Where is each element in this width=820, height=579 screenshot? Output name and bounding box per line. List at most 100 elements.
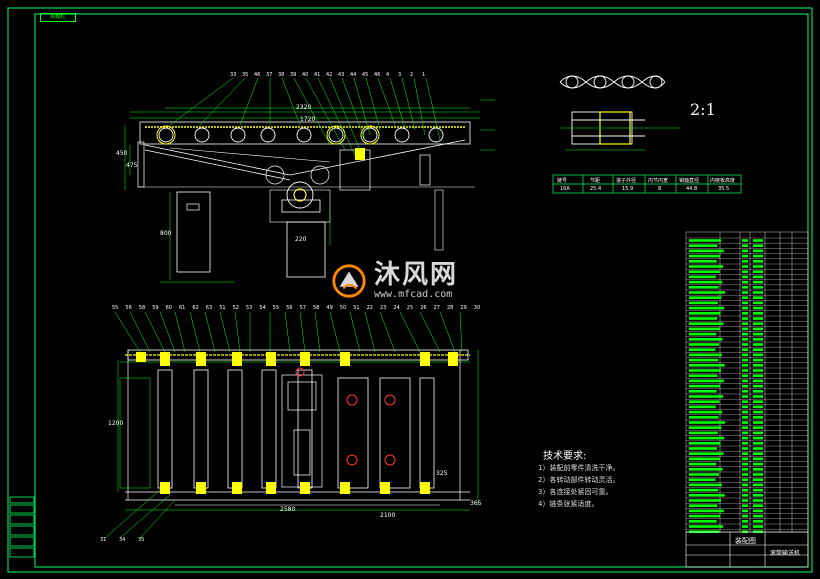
bom-material-mark xyxy=(753,379,763,383)
bom-material-mark xyxy=(753,343,763,346)
bom-row-text-mark xyxy=(689,520,717,523)
bom-material-mark xyxy=(753,374,763,377)
bom-qty-mark xyxy=(742,431,748,435)
bom-qty-mark xyxy=(742,358,748,362)
bom-qty-mark xyxy=(742,442,748,445)
bom-material-mark xyxy=(753,483,763,487)
bom-material-mark xyxy=(753,410,763,414)
bom-row-text-mark xyxy=(689,514,721,518)
plan-view-balloon: 58 xyxy=(138,305,146,311)
bom-material-mark xyxy=(753,494,763,497)
bom-qty-mark xyxy=(742,520,748,523)
top-view-balloon: 3 xyxy=(398,72,402,78)
plan-view-balloon: 55 xyxy=(112,305,119,311)
bom-material-mark xyxy=(753,312,763,315)
bom-row-text-mark xyxy=(689,426,722,429)
bom-material-mark xyxy=(753,254,763,258)
top-view-balloon: 46 xyxy=(374,72,381,78)
bom-row-text-mark xyxy=(689,395,723,398)
plan-view-balloon: 62 xyxy=(192,305,199,311)
bom-material-mark xyxy=(753,488,763,492)
bom-qty-mark xyxy=(742,374,748,377)
chain-table-cell: 内节内宽 xyxy=(648,178,669,184)
bom-row-text-mark xyxy=(689,431,718,435)
bom-qty-mark xyxy=(742,395,748,398)
bom-text xyxy=(689,239,763,533)
bom-qty-mark xyxy=(742,332,748,336)
bom-material-mark xyxy=(753,249,763,253)
bom-material-mark xyxy=(753,473,763,476)
bom-row-text-mark xyxy=(689,488,719,492)
bom-material-mark xyxy=(753,280,763,284)
title-block xyxy=(685,531,809,568)
dim-v1: 450 xyxy=(116,150,128,157)
bom-material-mark xyxy=(753,332,763,336)
roller-tubes xyxy=(157,369,435,489)
chain-table-cell: 滚子外径 xyxy=(616,178,637,184)
bom-material-mark xyxy=(753,442,763,445)
bom-qty-mark xyxy=(742,405,748,409)
binding-strip xyxy=(9,496,35,558)
chain-table-cell: 节距 xyxy=(590,178,601,184)
plan-view-balloon: 25 xyxy=(406,305,414,311)
bom-material-mark xyxy=(753,239,763,242)
bom-row-text-mark xyxy=(689,499,721,502)
top-view-balloon: 2 xyxy=(410,72,414,78)
dim-top-inner: 1720 xyxy=(300,116,316,123)
bom-row-text-mark xyxy=(689,416,719,419)
bom-material-mark xyxy=(753,416,763,419)
bom-qty-mark xyxy=(742,410,748,414)
plan-view-balloon: 24 xyxy=(393,305,400,311)
bom-qty-mark xyxy=(742,291,748,294)
bom-qty-mark xyxy=(742,488,748,492)
bom-material-mark xyxy=(753,317,763,320)
bom-qty-mark xyxy=(742,436,748,440)
bom-row-text-mark xyxy=(689,478,716,481)
bom-material-mark xyxy=(753,462,763,466)
bom-material-mark xyxy=(753,525,763,528)
bom-row-text-mark xyxy=(689,504,718,507)
bom-qty-mark xyxy=(742,343,748,346)
bom-qty-mark xyxy=(742,468,748,471)
plan-view-balloon: 27 xyxy=(433,305,440,311)
plan-view-balloon: 26 xyxy=(420,305,427,311)
bom-qty-mark xyxy=(742,390,748,393)
bom-material-mark xyxy=(753,499,763,502)
bom-row-text-mark xyxy=(689,369,721,372)
bom-material-mark xyxy=(753,447,763,450)
bom-material-mark xyxy=(753,338,763,341)
bom-row-text-mark xyxy=(689,343,719,346)
watermark: 沐风网 www.mfcad.com xyxy=(330,262,458,300)
bom-qty-mark xyxy=(742,317,748,320)
bom-qty-mark xyxy=(742,447,748,450)
plan-view-balloon: 28 xyxy=(447,305,454,311)
bom-row-text-mark xyxy=(689,348,716,351)
bom-qty-mark xyxy=(742,338,748,341)
bom-material-mark xyxy=(753,400,763,403)
title-tag: 标题栏 xyxy=(40,13,76,22)
plan-view-balloon: 56 xyxy=(286,305,293,311)
bom-row-text-mark xyxy=(689,265,723,268)
bom-qty-mark xyxy=(742,296,748,299)
bom-row-text-mark xyxy=(689,301,718,305)
bom-row-text-mark xyxy=(689,457,720,461)
bom-row-text-mark xyxy=(689,312,721,315)
bom-row-text-mark xyxy=(689,436,725,440)
plan-view-balloon: 23 xyxy=(380,305,387,311)
top-view-balloon: 44 xyxy=(350,72,357,78)
bom-qty-mark xyxy=(742,509,748,513)
dim-bottom-note: 2100 xyxy=(380,512,396,519)
bom-qty-mark xyxy=(742,504,748,507)
bom-material-mark xyxy=(753,478,763,481)
bom-material-mark xyxy=(753,244,763,247)
bom-material-mark xyxy=(753,260,763,263)
top-elevation-view xyxy=(124,77,495,283)
chain-table-cell: 16A xyxy=(560,186,570,192)
title-block-drawing-no: 滚筒输送机 xyxy=(770,550,801,557)
bom-material-mark xyxy=(753,421,763,424)
dim-v2: 475 xyxy=(126,162,138,169)
bom-row-text-mark xyxy=(689,390,717,393)
bom-row-text-mark xyxy=(689,468,723,471)
bom-material-mark xyxy=(753,405,763,409)
